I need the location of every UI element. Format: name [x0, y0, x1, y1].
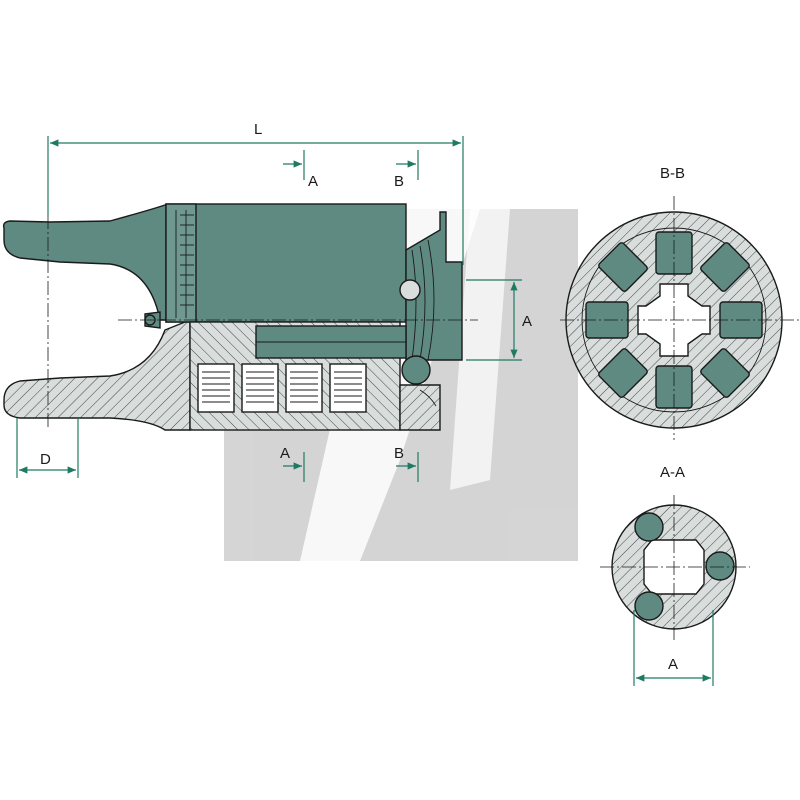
section-b-top-label: B: [394, 173, 404, 190]
dimension-D: D: [16, 418, 79, 478]
flange-ribs: [180, 214, 194, 306]
dimension-A-bottom-label: A: [668, 656, 678, 673]
section-aa-title: A-A: [660, 464, 685, 481]
dimension-A-bottom: A: [633, 610, 714, 686]
section-aa-view: A-A: [600, 464, 750, 640]
yoke-lower-arm: [3, 318, 191, 431]
aa-ball-right: [705, 551, 735, 581]
aa-ball-top-left: [634, 512, 664, 542]
side-view: [2, 203, 478, 431]
housing-flange: [165, 203, 197, 323]
section-a-bottom-label: A: [280, 445, 290, 462]
clutch-segments: [585, 231, 763, 409]
dimension-L-label: L: [254, 121, 262, 138]
section-marks-bottom: A B: [280, 445, 419, 482]
dimension-D-label: D: [40, 451, 51, 468]
locking-ball: [401, 355, 431, 385]
yoke-upper-arm: [2, 204, 191, 321]
dimension-A-side: A: [466, 279, 532, 361]
spring-pockets: [197, 363, 367, 413]
housing-upper: [165, 203, 407, 323]
dimension-A-side-label: A: [522, 313, 532, 330]
aa-ball-bottom-left: [634, 591, 664, 621]
section-bb-title: B-B: [660, 165, 685, 182]
dimension-L: L: [47, 121, 464, 265]
section-a-top-label: A: [308, 173, 318, 190]
section-bb-view: B-B: [560, 165, 800, 440]
section-marks-top: A B: [283, 150, 419, 190]
section-b-bottom-label: B: [394, 445, 404, 462]
